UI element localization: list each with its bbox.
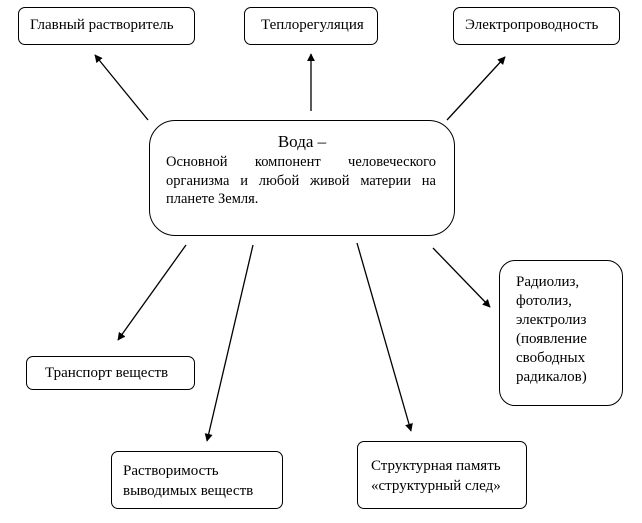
node-memory-label: Структурная память «структурный след» (371, 458, 501, 494)
node-radicals: Радиолиз, фотолиз, электролиз (появление… (499, 260, 623, 406)
center-title: Вода – (277, 132, 327, 151)
node-conductivity: Электропроводность (453, 7, 620, 45)
arrow-to-conductivity (446, 56, 506, 121)
node-memory: Структурная память «структурный след» (357, 441, 527, 509)
node-solubility-label: Растворимость выводимых веществ (123, 463, 254, 499)
center-description: Основной компонент человеческого организ… (166, 154, 436, 208)
node-main-solvent: Главный растворитель (18, 7, 195, 45)
arrow-to-radicals (432, 247, 491, 308)
node-conductivity-label: Электропроводность (465, 17, 599, 33)
arrow-to-transport (117, 244, 187, 341)
node-radicals-label: Радиолиз, фотолиз, электролиз (появление… (516, 274, 587, 385)
arrow-to-memory (356, 242, 413, 432)
node-main-solvent-label: Главный растворитель (30, 17, 174, 33)
arrow-to-solvent (94, 54, 149, 121)
node-center-water: Вода – Основной компонент человеческого … (149, 120, 455, 236)
node-thermoregulation: Теплорегуляция (244, 7, 378, 45)
node-transport-label: Транспорт веществ (45, 365, 169, 381)
arrow-to-solubility (204, 244, 254, 442)
node-transport: Транспорт веществ (26, 356, 195, 390)
node-thermoregulation-label: Теплорегуляция (261, 17, 364, 33)
node-solubility: Растворимость выводимых веществ (111, 451, 283, 509)
